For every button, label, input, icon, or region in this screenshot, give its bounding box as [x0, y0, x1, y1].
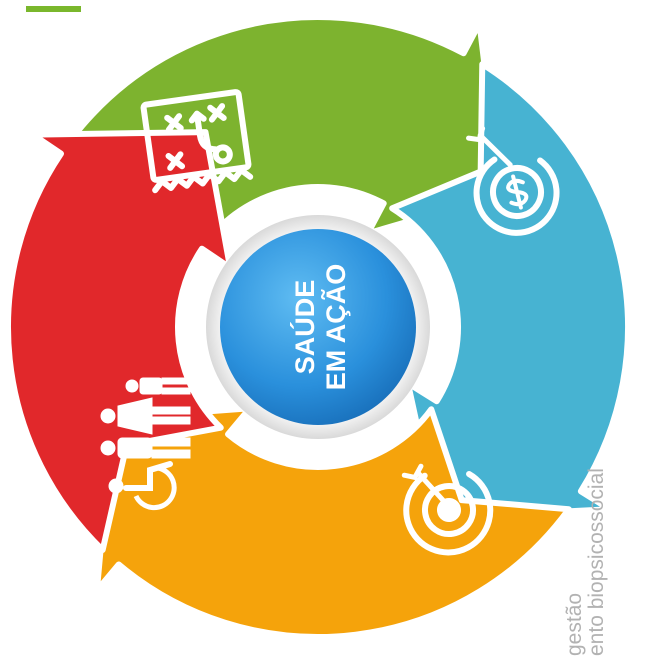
- bullseye-target-icon: [401, 463, 494, 556]
- orange-arrow-segment: [93, 405, 572, 640]
- center-title-line2: EM AÇÃO: [320, 264, 351, 391]
- red-arrow-segment: [5, 129, 234, 553]
- people-wheelchair-icon: [100, 377, 191, 511]
- center-circle: [220, 229, 416, 425]
- side-caption-line1: gestão: [563, 592, 586, 656]
- strategy-board-icon: [140, 89, 254, 194]
- blue-arrow-segment: [389, 61, 631, 521]
- side-caption: gestão ento biopsicossocial: [563, 468, 608, 656]
- center-label: SAÚDE EM AÇÃO: [289, 264, 351, 391]
- center-title-line1: SAÚDE: [289, 280, 320, 375]
- side-caption-line2: ento biopsicossocial: [585, 468, 608, 656]
- dollar-target-icon: [466, 125, 560, 236]
- accent-bar: [26, 6, 81, 12]
